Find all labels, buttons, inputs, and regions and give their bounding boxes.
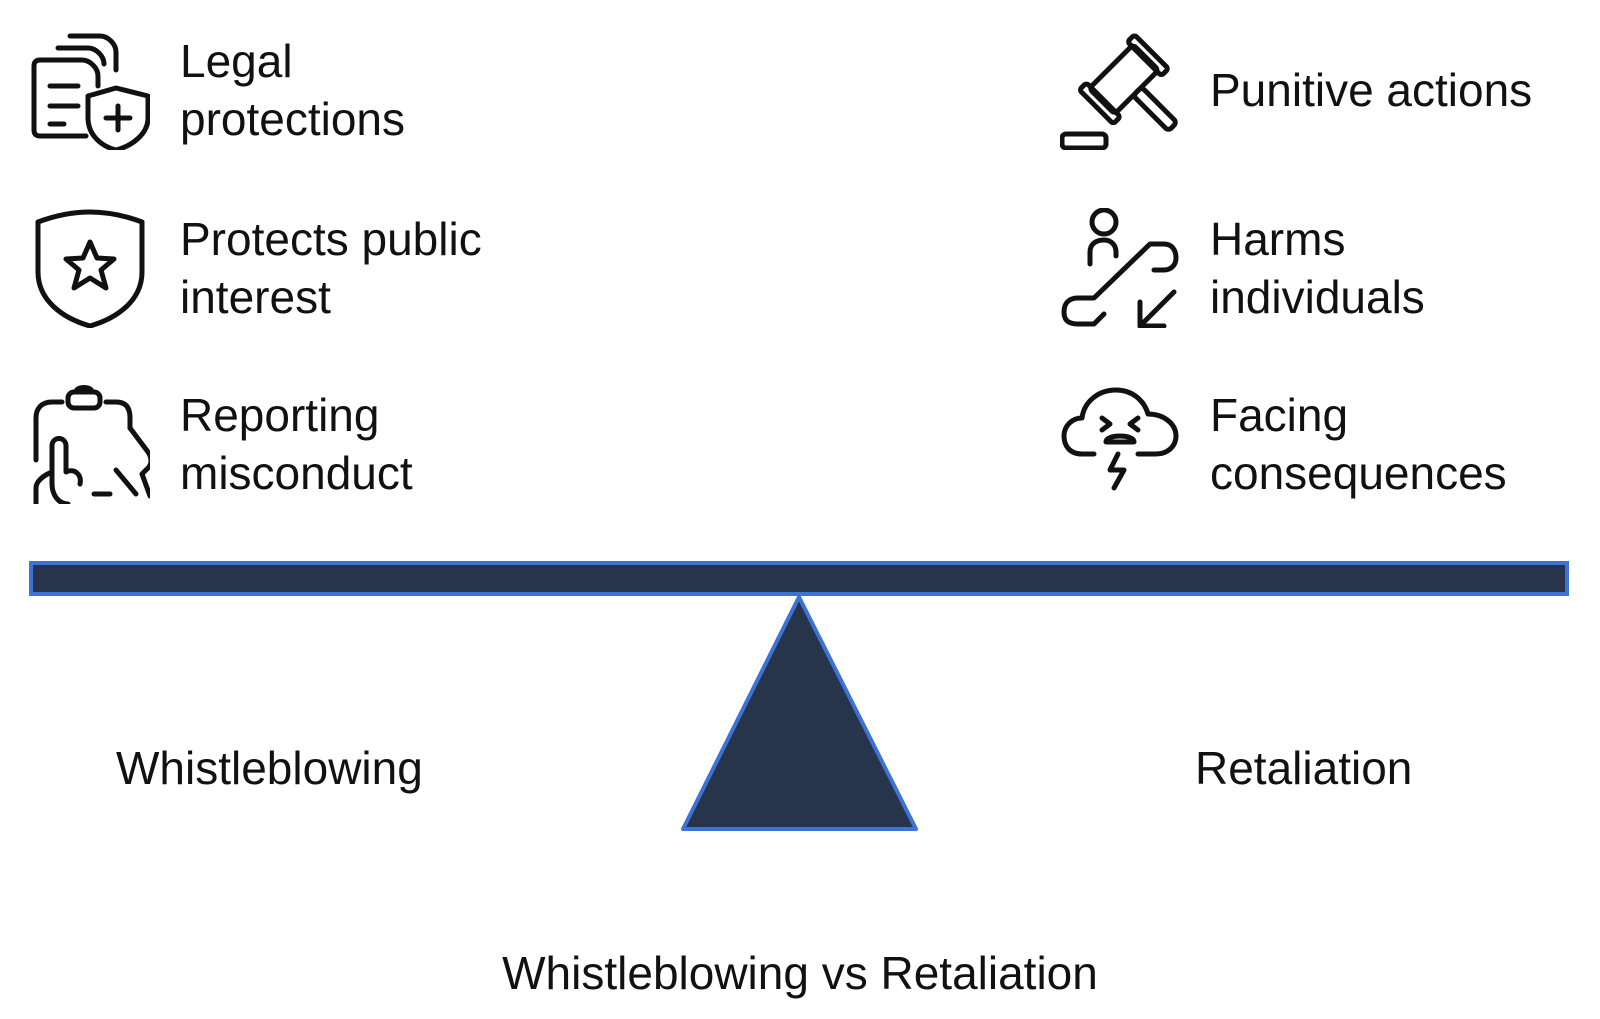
document-shield-plus-icon [30,30,150,150]
left-item-1: Legal protections [30,30,405,150]
seesaw-fulcrum [681,595,918,831]
protects-public-interest-label: Protects public interest [180,213,482,323]
facing-consequences-label: Facing consequences [1210,389,1507,499]
shield-star-icon [30,208,150,328]
punitive-actions-label: Punitive actions [1210,64,1533,116]
diagram-title: Whistleblowing vs Retaliation [502,947,1098,999]
legal-protections-label: Legal protections [180,35,406,145]
reporting-misconduct-label: Reporting misconduct [180,389,413,499]
left-item-2: Protects public interest [30,208,482,328]
harms-individuals-label: Harms individuals [1210,213,1425,323]
right-item-3: Facing consequences [1060,384,1507,504]
seesaw-beam [29,561,1569,596]
right-item-2: Harms individuals [1060,208,1425,328]
person-escalator-down-icon [1060,208,1180,328]
clipboard-hand-icon [30,384,150,504]
right-item-1: Punitive actions [1060,30,1532,150]
angry-storm-cloud-icon [1060,384,1180,504]
whistleblowing-label: Whistleblowing [116,742,423,794]
retaliation-label: Retaliation [1195,742,1413,794]
gavel-icon [1060,30,1180,150]
left-item-3: Reporting misconduct [30,384,413,504]
